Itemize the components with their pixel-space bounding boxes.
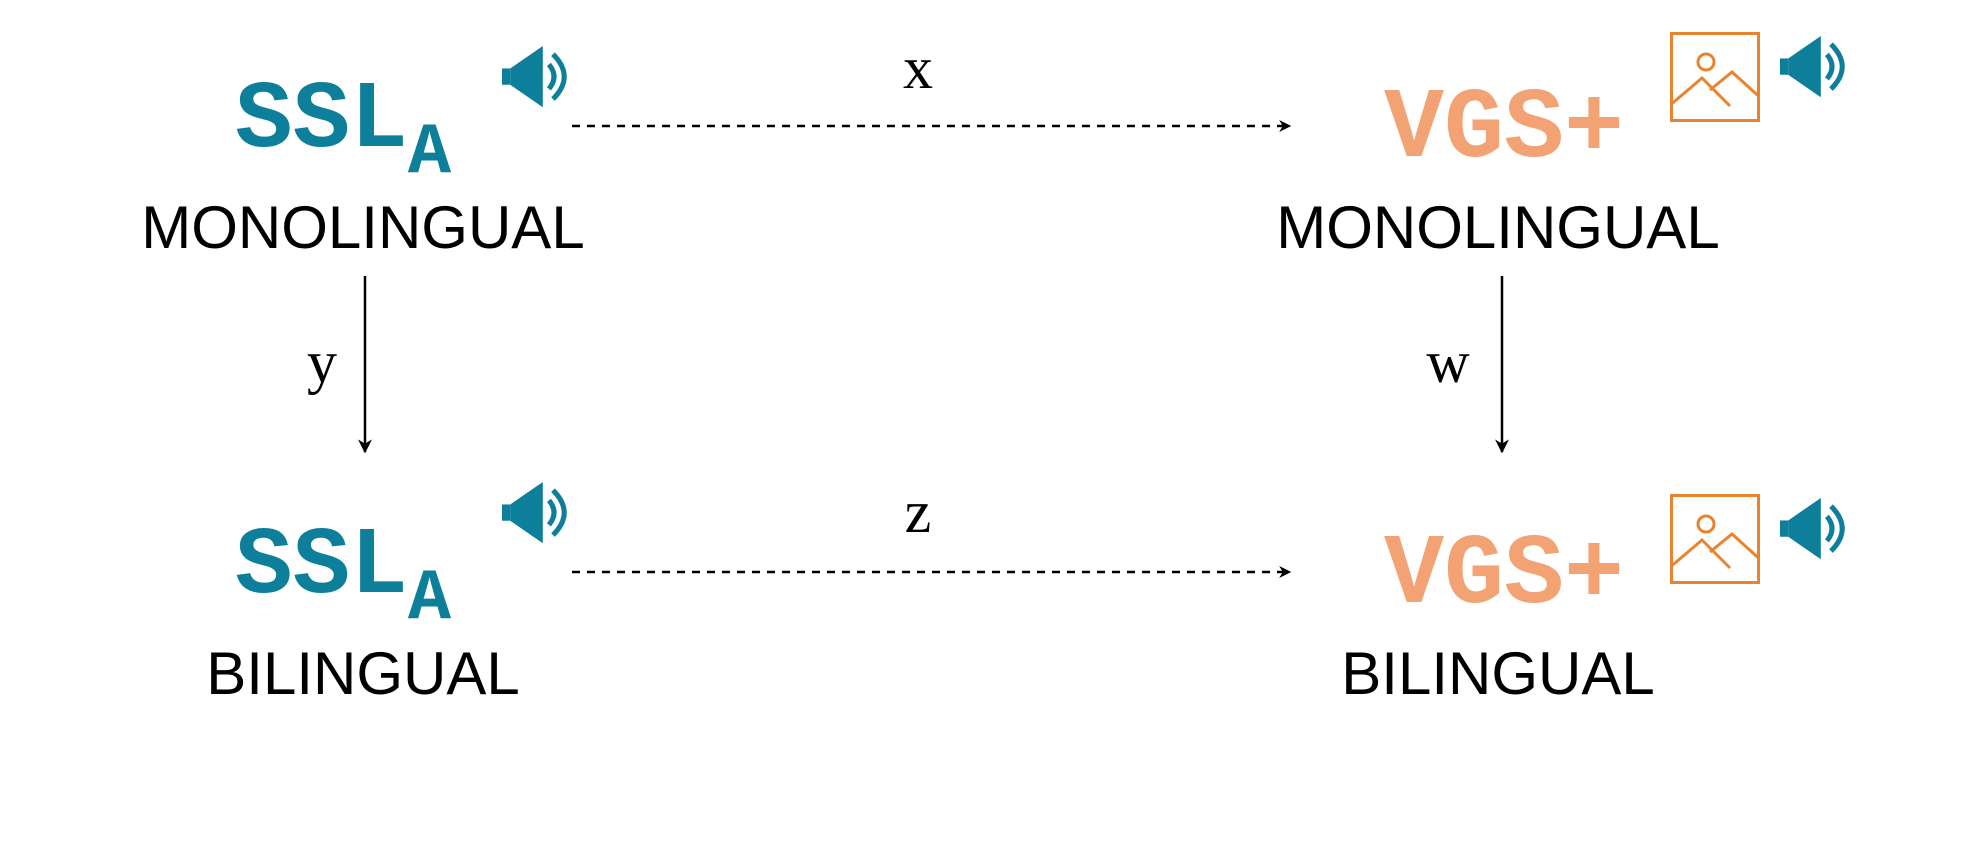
ssl-model-label: SSLA	[235, 512, 452, 640]
ssl-model-label: SSLA	[235, 66, 452, 194]
setting-label: BILINGUAL	[206, 640, 519, 707]
image-icon	[1670, 494, 1760, 584]
setting-label: BILINGUAL	[1341, 640, 1654, 707]
edge-w: w	[1426, 276, 1509, 454]
speaker-icon	[1780, 36, 1842, 97]
ssl-model-name: SSL	[235, 512, 408, 621]
edge-y: y	[307, 276, 372, 454]
node-ssl-bilingual: SSLA BILINGUAL	[206, 482, 564, 707]
image-icon	[1670, 32, 1760, 122]
speaker-icon	[1780, 498, 1842, 559]
edge-x: x	[572, 35, 1292, 132]
speaker-icon	[502, 482, 564, 543]
setting-label: MONOLINGUAL	[141, 194, 584, 261]
node-ssl-monolingual: SSLA MONOLINGUAL	[141, 46, 585, 261]
vgs-model-label: VGS+	[1384, 74, 1624, 187]
ssl-model-subscript: A	[408, 112, 452, 194]
edge-x-label: x	[903, 35, 933, 101]
edge-z-label: z	[905, 479, 932, 545]
ssl-model-subscript: A	[408, 558, 452, 640]
edge-w-label: w	[1426, 329, 1470, 395]
edge-y-label: y	[307, 329, 337, 395]
node-vgs-monolingual: VGS+ MONOLINGUAL	[1276, 32, 1842, 261]
node-vgs-bilingual: VGS+ BILINGUAL	[1341, 494, 1842, 707]
vgs-model-label: VGS+	[1384, 520, 1624, 633]
edge-z: z	[572, 479, 1292, 578]
speaker-icon	[502, 46, 564, 107]
ssl-model-name: SSL	[235, 66, 408, 175]
setting-label: MONOLINGUAL	[1276, 194, 1719, 261]
